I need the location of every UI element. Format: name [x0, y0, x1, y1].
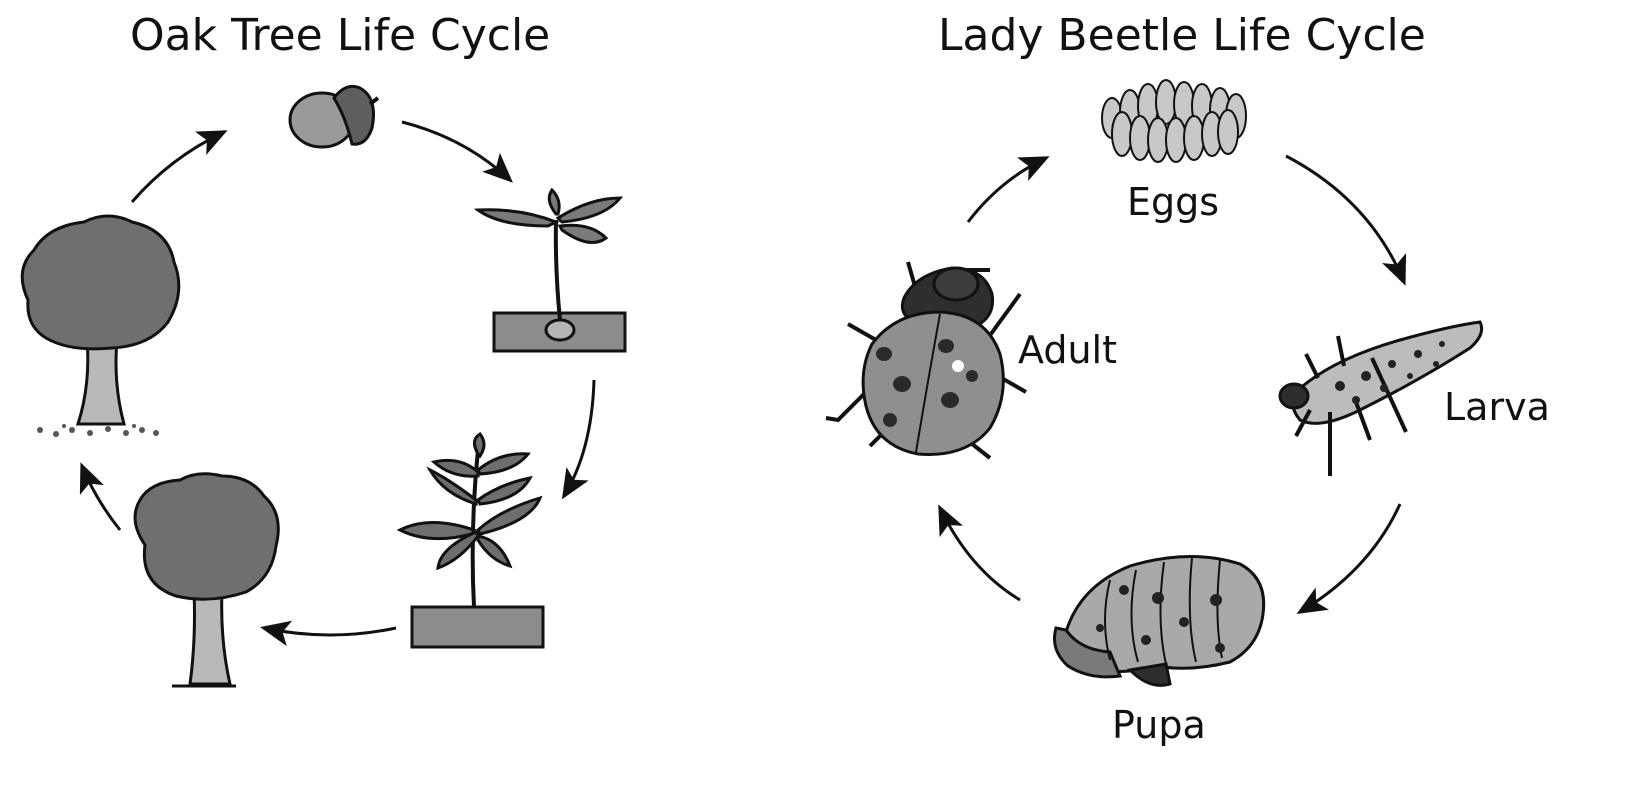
adult-beetle-icon: [825, 261, 1027, 460]
larva-icon: [1278, 320, 1484, 476]
arrow-adult-to-eggs: [966, 156, 1050, 223]
arrow-pupa-to-adult: [938, 504, 1021, 602]
arrow-larva-to-pupa: [1296, 503, 1402, 615]
eggs-label: Eggs: [1127, 180, 1220, 224]
beetle-cycle-title: Lady Beetle Life Cycle: [938, 10, 1426, 61]
arrow-tree-to-acorn: [130, 130, 228, 203]
beetle-arrows: [938, 154, 1407, 615]
arrow-eggs-to-larva: [1285, 154, 1407, 286]
oak-cycle-title: Oak Tree Life Cycle: [130, 10, 551, 61]
sapling-icon: [396, 432, 545, 649]
pupa-icon: [1053, 554, 1266, 687]
acorn-icon: [288, 84, 380, 149]
eggs-icon: [1101, 79, 1247, 163]
arrow-sapling-to-young-tree: [260, 620, 397, 647]
mature-oak-icon: [20, 214, 181, 437]
arrow-acorn-to-sprout: [401, 120, 513, 183]
pupa-label: Pupa: [1112, 703, 1206, 747]
larva-label: Larva: [1444, 385, 1550, 429]
young-tree-icon: [133, 472, 280, 688]
sprout-icon: [473, 187, 627, 353]
fallen-acorns: [37, 424, 159, 437]
arrow-young-tree-to-mature: [79, 462, 122, 531]
arrow-sprout-to-sapling: [561, 379, 596, 500]
oak-arrows: [79, 120, 596, 647]
adult-label: Adult: [1018, 328, 1117, 372]
